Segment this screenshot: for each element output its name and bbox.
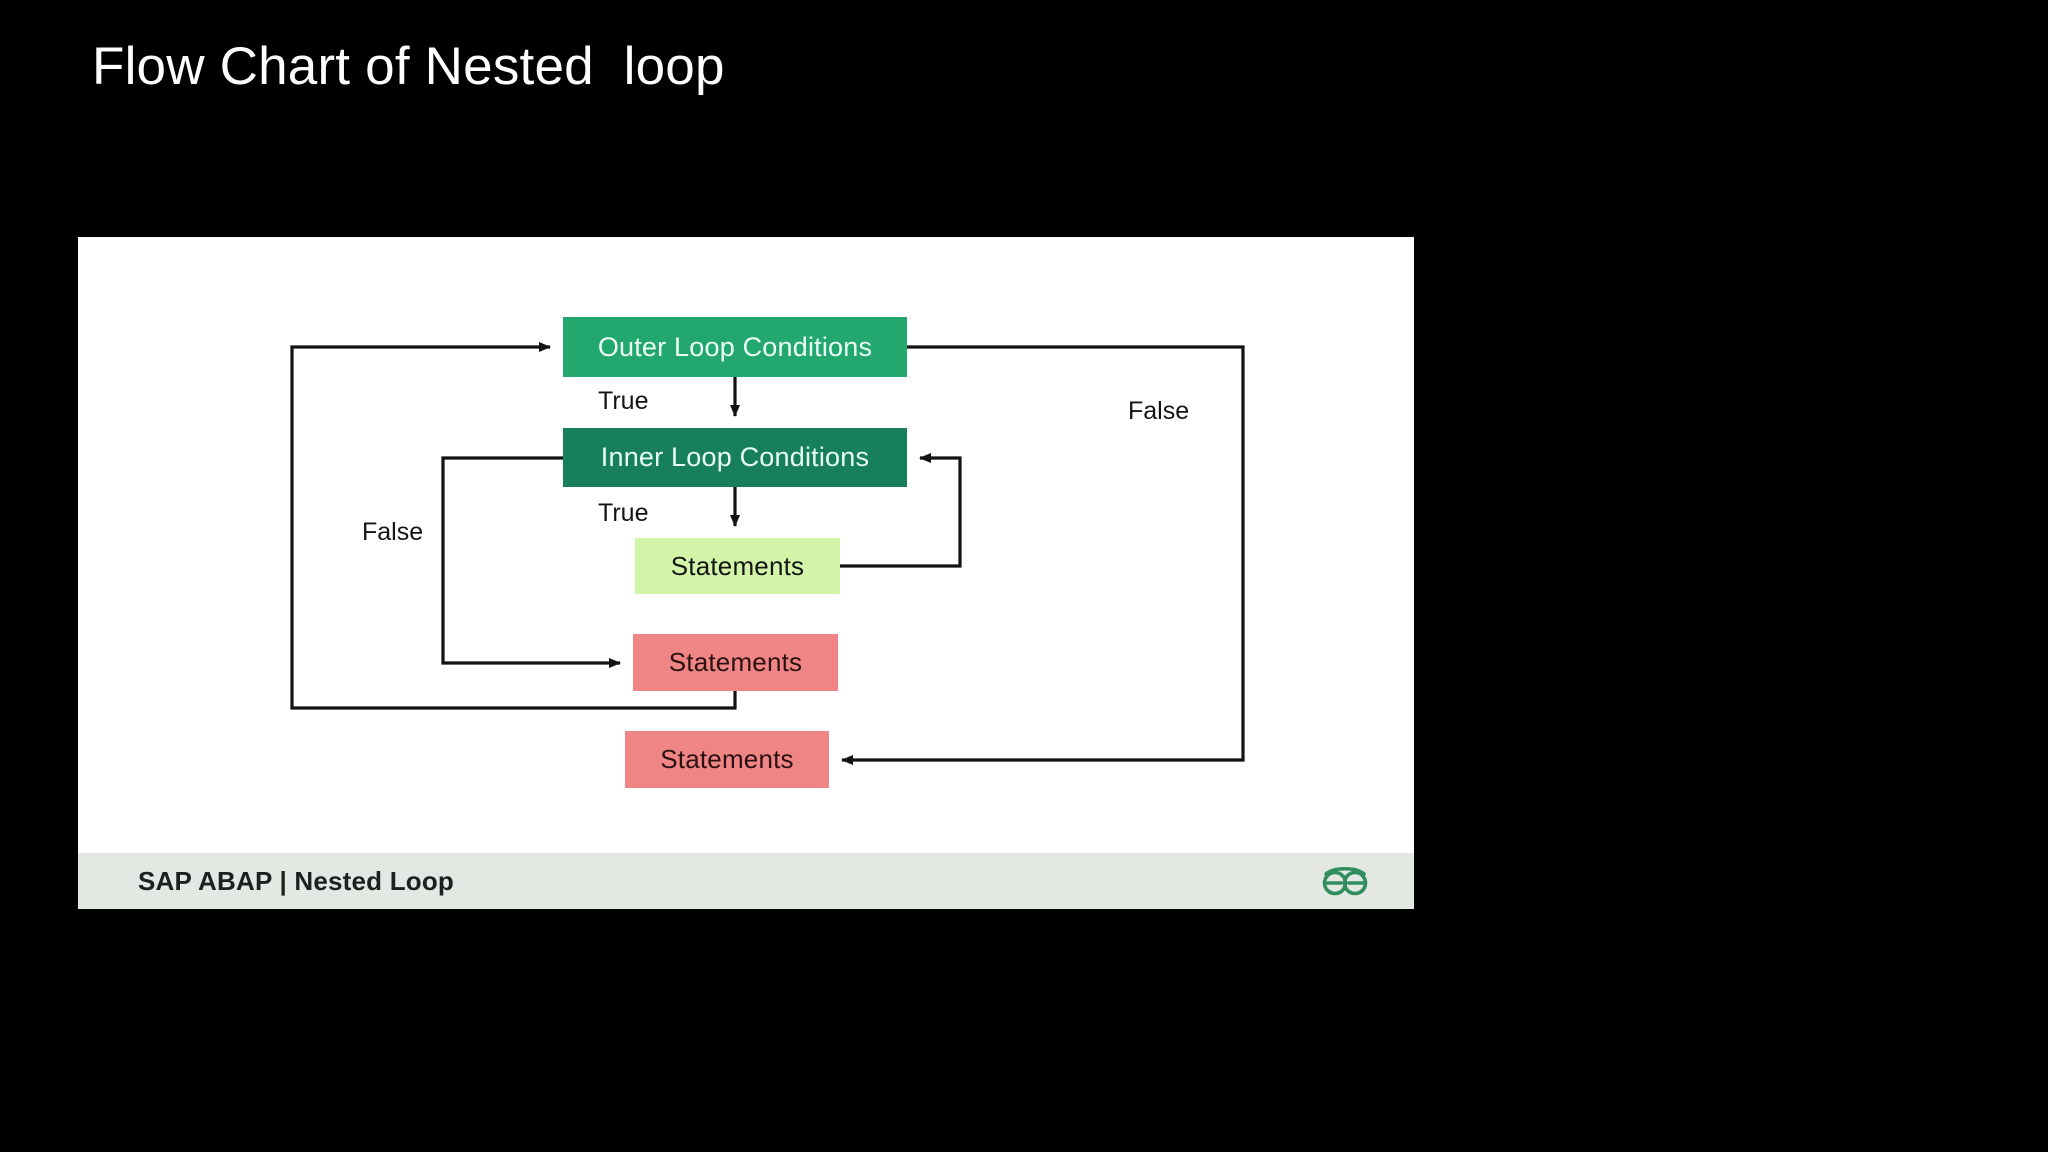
flowchart-connectors bbox=[290, 342, 1245, 765]
edge-label-false-left: False bbox=[362, 518, 424, 546]
node-inner-loop-conditions[interactable]: Inner Loop Conditions bbox=[563, 428, 907, 487]
edge-label-true-outer: True bbox=[598, 387, 649, 415]
geeksforgeeks-logo-glyph bbox=[1322, 866, 1368, 896]
figure-caption: SAP ABAP | Nested Loop bbox=[138, 865, 455, 896]
edge-inner-loopback bbox=[840, 453, 962, 568]
node-statements-inner[interactable]: Statements bbox=[635, 538, 840, 594]
edge-inner-false-to-statements bbox=[441, 456, 621, 668]
node-statements-after[interactable]: Statements bbox=[625, 731, 829, 788]
node-outer-loop-conditions[interactable]: Outer Loop Conditions bbox=[563, 317, 907, 377]
figure-footer-bar: SAP ABAP | Nested Loop bbox=[78, 853, 1414, 909]
geeksforgeeks-logo-icon bbox=[1318, 864, 1372, 898]
node-statements-outer[interactable]: Statements bbox=[633, 634, 838, 691]
flowchart-figure-panel: Outer Loop Conditions Inner Loop Conditi… bbox=[78, 237, 1414, 909]
edge-outer-loopback bbox=[290, 342, 737, 710]
edge-outer-false-to-statements bbox=[841, 345, 1245, 765]
edge-label-false-right: False bbox=[1128, 397, 1190, 425]
edge-label-true-inner: True bbox=[598, 499, 649, 527]
flowchart-canvas: Outer Loop Conditions Inner Loop Conditi… bbox=[78, 237, 1414, 853]
page-title: Flow Chart of Nested loop bbox=[92, 37, 725, 96]
